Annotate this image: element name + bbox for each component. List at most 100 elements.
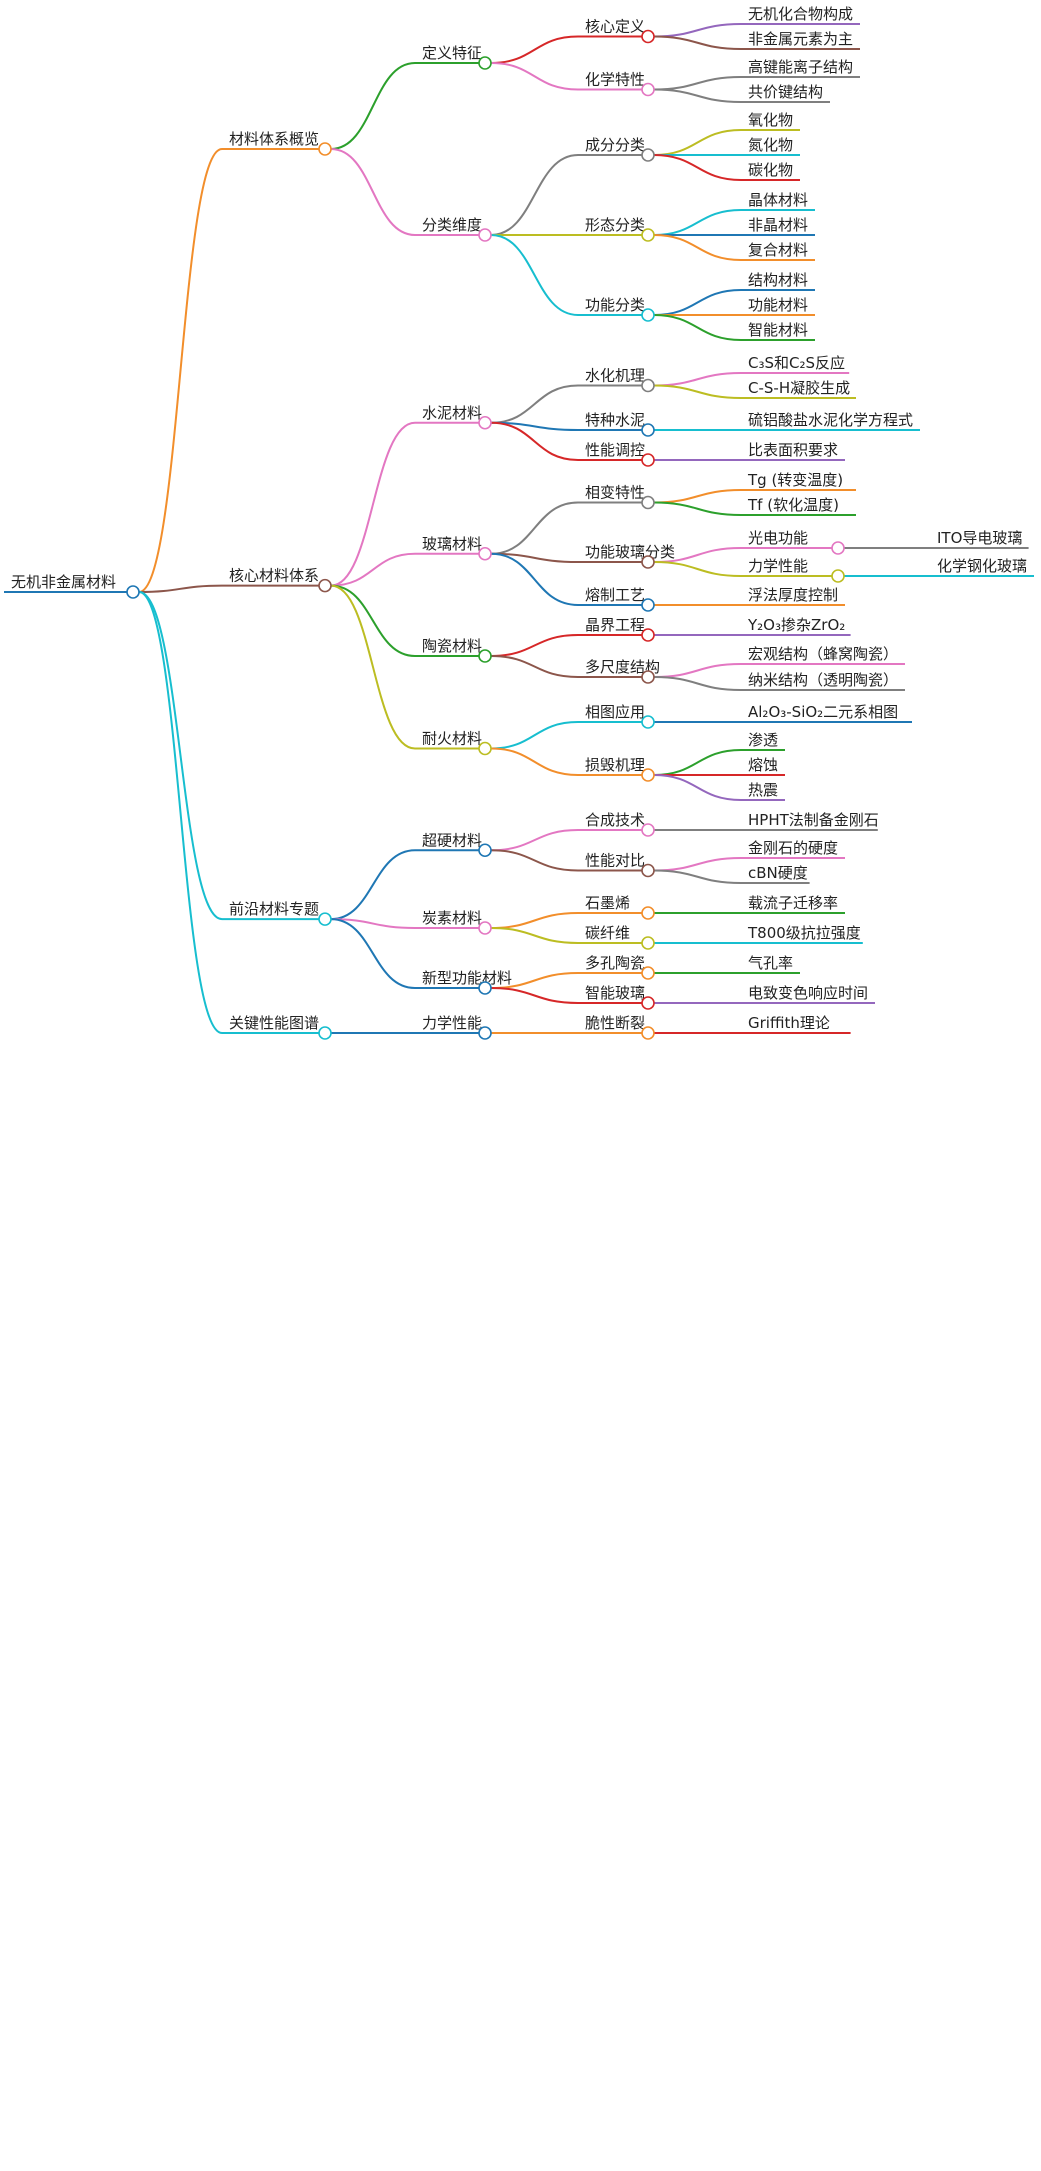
mindmap-leaf-node[interactable]: 化学钢化玻璃	[930, 557, 1034, 577]
mindmap-branch-node[interactable]: 前沿材料专题	[222, 900, 319, 921]
collapse-toggle-dot[interactable]	[318, 578, 332, 593]
mindmap-leaf-node[interactable]: 热震	[741, 781, 785, 801]
mindmap-leaf-node[interactable]: 共价键结构	[741, 83, 830, 103]
mindmap-leaf-node[interactable]: 碳化物	[741, 161, 800, 181]
collapse-toggle-dot[interactable]	[478, 546, 492, 561]
mindmap-leaf-node[interactable]: 熔蚀	[741, 756, 785, 776]
collapse-toggle-dot[interactable]	[641, 936, 655, 950]
mindmap-leaf-node[interactable]: 结构材料	[741, 271, 815, 291]
mindmap-leaf-node[interactable]: 功能材料	[741, 296, 815, 316]
collapse-toggle-dot[interactable]	[641, 823, 655, 837]
collapse-toggle-dot[interactable]	[641, 228, 655, 242]
mindmap-branch-node[interactable]: 化学特性	[578, 71, 645, 91]
collapse-toggle-dot[interactable]	[641, 453, 655, 467]
mindmap-branch-node[interactable]: 多孔陶瓷	[578, 954, 645, 974]
mindmap-leaf-node[interactable]: Tg (转变温度)	[741, 471, 856, 491]
collapse-toggle-dot[interactable]	[641, 148, 655, 162]
mindmap-leaf-node[interactable]: Y₂O₃掺杂ZrO₂	[741, 616, 851, 636]
mindmap-branch-node[interactable]: 功能分类	[578, 296, 645, 316]
mindmap-branch-node[interactable]: 多尺度结构	[578, 658, 660, 678]
mindmap-leaf-node[interactable]: 渗透	[741, 731, 785, 751]
mindmap-branch-node[interactable]: 分类维度	[415, 216, 482, 236]
collapse-toggle-dot[interactable]	[641, 906, 655, 920]
collapse-toggle-dot[interactable]	[641, 1026, 655, 1040]
mindmap-leaf-node[interactable]: ITO导电玻璃	[930, 529, 1029, 549]
mindmap-leaf-node[interactable]: 非晶材料	[741, 216, 815, 236]
mindmap-branch-node[interactable]: 玻璃材料	[415, 535, 482, 555]
mindmap-branch-node[interactable]: 成分分类	[578, 136, 645, 156]
mindmap-branch-node[interactable]: 特种水泥	[578, 411, 645, 431]
mindmap-leaf-node[interactable]: 硫铝酸盐水泥化学方程式	[741, 411, 920, 431]
mindmap-branch-node[interactable]: 相图应用	[578, 703, 645, 723]
mindmap-branch-node[interactable]: 耐火材料	[415, 730, 482, 750]
collapse-toggle-dot[interactable]	[641, 863, 655, 878]
collapse-toggle-dot[interactable]	[641, 996, 655, 1010]
collapse-toggle-dot[interactable]	[478, 649, 492, 663]
mindmap-leaf-node[interactable]: T800级抗拉强度	[741, 924, 863, 944]
mindmap-branch-node[interactable]: 性能调控	[578, 441, 645, 461]
collapse-toggle-dot[interactable]	[318, 912, 332, 926]
mindmap-branch-node[interactable]: 陶瓷材料	[415, 637, 482, 657]
mindmap-leaf-node[interactable]: 无机化合物构成	[741, 5, 860, 25]
mindmap-leaf-node[interactable]: 氧化物	[741, 111, 800, 131]
mindmap-branch-node[interactable]: 损毁机理	[578, 756, 645, 776]
mindmap-leaf-node[interactable]: 金刚石的硬度	[741, 839, 845, 859]
mindmap-leaf-node[interactable]: 比表面积要求	[741, 441, 845, 461]
collapse-toggle-dot[interactable]	[641, 715, 655, 729]
mindmap-leaf-node[interactable]: 复合材料	[741, 241, 815, 261]
mindmap-leaf-node[interactable]: HPHT法制备金刚石	[741, 811, 879, 831]
collapse-toggle-dot[interactable]	[641, 768, 655, 782]
mindmap-branch-node[interactable]: 炭素材料	[415, 909, 482, 929]
mindmap-branch-node[interactable]: 超硬材料	[415, 831, 482, 852]
mindmap-branch-node[interactable]: 定义特征	[415, 44, 482, 64]
mindmap-leaf-node[interactable]: 宏观结构（蜂窝陶瓷）	[741, 645, 905, 665]
mindmap-branch-node[interactable]: 力学性能	[741, 557, 832, 577]
mindmap-branch-node[interactable]: 功能玻璃分类	[578, 543, 675, 563]
collapse-toggle-dot[interactable]	[641, 29, 655, 44]
mindmap-branch-node[interactable]: 碳纤维	[578, 924, 642, 944]
mindmap-branch-node[interactable]: 性能对比	[578, 852, 645, 872]
mindmap-leaf-node[interactable]: 晶体材料	[741, 191, 815, 211]
collapse-toggle-dot[interactable]	[318, 1026, 332, 1040]
mindmap-branch-node[interactable]: 力学性能	[415, 1014, 482, 1034]
collapse-toggle-dot[interactable]	[641, 308, 655, 322]
mindmap-branch-node[interactable]: 熔制工艺	[578, 586, 645, 606]
collapse-toggle-dot[interactable]	[478, 843, 492, 858]
collapse-toggle-dot[interactable]	[126, 585, 140, 599]
mindmap-leaf-node[interactable]: 浮法厚度控制	[741, 586, 845, 606]
mindmap-branch-node[interactable]: 材料体系概览	[222, 130, 319, 150]
mindmap-branch-node[interactable]: 形态分类	[578, 216, 645, 236]
mindmap-leaf-node[interactable]: 纳米结构（透明陶瓷）	[741, 671, 905, 691]
mindmap-leaf-node[interactable]: cBN硬度	[741, 864, 810, 884]
mindmap-leaf-node[interactable]: 气孔率	[741, 954, 800, 974]
collapse-toggle-dot[interactable]	[641, 966, 655, 980]
mindmap-branch-node[interactable]: 合成技术	[578, 811, 645, 831]
collapse-toggle-dot[interactable]	[478, 228, 492, 242]
mindmap-branch-node[interactable]: 光电功能	[741, 529, 832, 549]
mindmap-branch-node[interactable]: 关键性能图谱	[222, 1014, 319, 1034]
mindmap-leaf-node[interactable]: Tf (软化温度)	[741, 496, 856, 516]
mindmap-branch-node[interactable]: 脆性断裂	[578, 1014, 645, 1034]
mindmap-branch-node[interactable]: 水泥材料	[415, 404, 482, 424]
mindmap-leaf-node[interactable]: C-S-H凝胶生成	[741, 379, 856, 399]
mindmap-branch-node[interactable]: 核心材料体系	[222, 567, 319, 587]
collapse-toggle-dot[interactable]	[641, 628, 655, 642]
mindmap-leaf-node[interactable]: Griffith理论	[741, 1014, 851, 1034]
collapse-toggle-dot[interactable]	[641, 82, 655, 97]
collapse-toggle-dot[interactable]	[641, 555, 655, 569]
collapse-toggle-dot[interactable]	[478, 415, 492, 430]
collapse-toggle-dot[interactable]	[641, 598, 655, 612]
collapse-toggle-dot[interactable]	[641, 423, 655, 437]
collapse-toggle-dot[interactable]	[478, 921, 492, 935]
collapse-toggle-dot[interactable]	[831, 569, 845, 583]
collapse-toggle-dot[interactable]	[478, 981, 492, 995]
mindmap-branch-node[interactable]: 新型功能材料	[415, 969, 512, 989]
mindmap-leaf-node[interactable]: 氮化物	[741, 136, 800, 156]
collapse-toggle-dot[interactable]	[641, 670, 655, 684]
collapse-toggle-dot[interactable]	[641, 495, 655, 510]
collapse-toggle-dot[interactable]	[478, 741, 492, 756]
collapse-toggle-dot[interactable]	[478, 56, 492, 70]
collapse-toggle-dot[interactable]	[478, 1026, 492, 1040]
mindmap-leaf-node[interactable]: 电致变色响应时间	[741, 984, 875, 1004]
mindmap-leaf-node[interactable]: 智能材料	[741, 321, 815, 341]
